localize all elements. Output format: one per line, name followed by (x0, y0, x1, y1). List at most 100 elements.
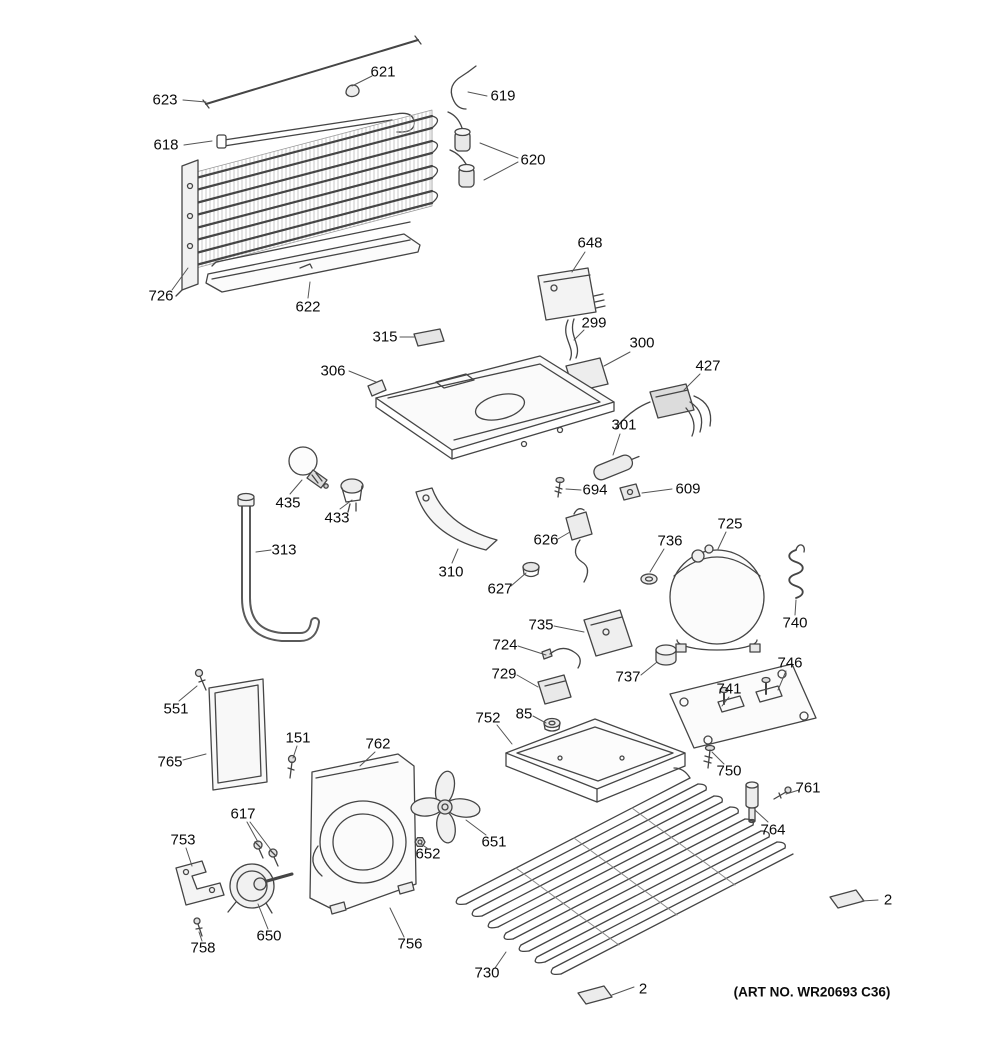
bolt-750 (703, 744, 716, 769)
part-label-315: 315 (372, 328, 398, 346)
screw-551 (194, 668, 207, 691)
leader-lines (171, 75, 879, 996)
condenser-coil (455, 767, 794, 976)
wire-connector (615, 383, 712, 437)
part-label-758: 758 (190, 939, 216, 957)
part-label-622: 622 (295, 298, 321, 316)
mount-737 (655, 644, 677, 666)
part-label-752: 752 (475, 709, 501, 727)
clip-609 (619, 483, 641, 501)
part-label-746: 746 (777, 654, 803, 672)
screw-694 (554, 476, 565, 498)
part-label-650: 650 (256, 927, 282, 945)
part-label-313: 313 (271, 541, 297, 559)
part-label-618: 618 (153, 136, 179, 154)
studs-741 (719, 676, 771, 705)
part-label-762: 762 (365, 735, 391, 753)
part-label-433: 433 (324, 509, 350, 527)
drain-tube (237, 492, 320, 642)
part-label-765: 765 (157, 753, 183, 771)
part-label-750: 750 (716, 762, 742, 780)
part-label-725: 725 (717, 515, 743, 533)
start-relay (583, 609, 633, 657)
part-label-306: 306 (320, 362, 346, 380)
fan-blade (410, 770, 481, 844)
part-label-619: 619 (490, 87, 516, 105)
part-label-726: 726 (148, 287, 174, 305)
light-bulb (288, 446, 329, 489)
foam-pad-bottom (577, 985, 613, 1005)
part-label-621: 621 (370, 63, 396, 81)
part-label-735: 735 (528, 616, 554, 634)
part-label-310: 310 (438, 563, 464, 581)
compressor-base-plate (669, 663, 817, 749)
wire-724 (541, 647, 581, 669)
part-label-737: 737 (615, 668, 641, 686)
part-label-694: 694 (582, 481, 608, 499)
grommet-627 (522, 561, 540, 578)
part-label-741: 741 (716, 680, 742, 698)
art-number: (ART NO. WR20693 C36) (733, 984, 891, 1000)
part-label-2: 2 (638, 980, 648, 998)
side-panel (208, 678, 268, 791)
part-label-609: 609 (675, 480, 701, 498)
part-label-729: 729 (491, 665, 517, 683)
part-label-617: 617 (230, 805, 256, 823)
part-label-761: 761 (795, 779, 821, 797)
screw-758 (193, 917, 203, 937)
fan-shroud (309, 753, 417, 915)
bulb-socket (340, 478, 364, 513)
drain-heater (565, 508, 593, 583)
clip-315 (413, 328, 445, 347)
cover-729 (537, 674, 572, 705)
part-label-730: 730 (474, 964, 500, 982)
part-label-724: 724 (492, 636, 518, 654)
suspension-rod (202, 35, 422, 109)
nut-652 (414, 837, 426, 847)
grommet-736 (640, 573, 658, 585)
part-label-301: 301 (611, 416, 637, 434)
part-label-151: 151 (285, 729, 311, 747)
bracket-310 (415, 487, 498, 551)
part-label-427: 427 (695, 357, 721, 375)
part-label-740: 740 (782, 614, 808, 632)
part-label-85: 85 (515, 705, 533, 723)
standoff-764 (745, 781, 759, 824)
unit-pan (367, 355, 615, 460)
spring-740 (788, 544, 805, 599)
run-capacitor (593, 454, 640, 481)
defrost-sensors (447, 111, 475, 188)
part-label-300: 300 (629, 334, 655, 352)
part-label-435: 435 (275, 494, 301, 512)
clip-621 (345, 84, 360, 98)
grommet-85 (543, 717, 561, 732)
drain-trough (205, 221, 421, 293)
part-label-627: 627 (487, 580, 513, 598)
part-label-620: 620 (520, 151, 546, 169)
part-label-623: 623 (152, 91, 178, 109)
defrost-timer (537, 267, 606, 361)
part-label-736: 736 (657, 532, 683, 550)
part-label-652: 652 (415, 845, 441, 863)
part-label-2: 2 (883, 891, 893, 909)
part-label-551: 551 (163, 700, 189, 718)
motor-bracket (175, 860, 225, 906)
part-label-756: 756 (397, 935, 423, 953)
part-label-753: 753 (170, 831, 196, 849)
part-label-764: 764 (760, 821, 786, 839)
fan-motor (227, 863, 294, 914)
wires-299 (565, 319, 572, 361)
heater-wire (450, 65, 477, 110)
compressor (669, 544, 765, 653)
screw-761 (773, 786, 792, 800)
evaporator-end-plate (175, 159, 199, 297)
screws-617 (253, 840, 279, 867)
part-label-299: 299 (581, 314, 607, 332)
part-label-651: 651 (481, 833, 507, 851)
part-label-648: 648 (577, 234, 603, 252)
evaporator-coil (190, 109, 439, 269)
drain-pan (505, 718, 686, 803)
